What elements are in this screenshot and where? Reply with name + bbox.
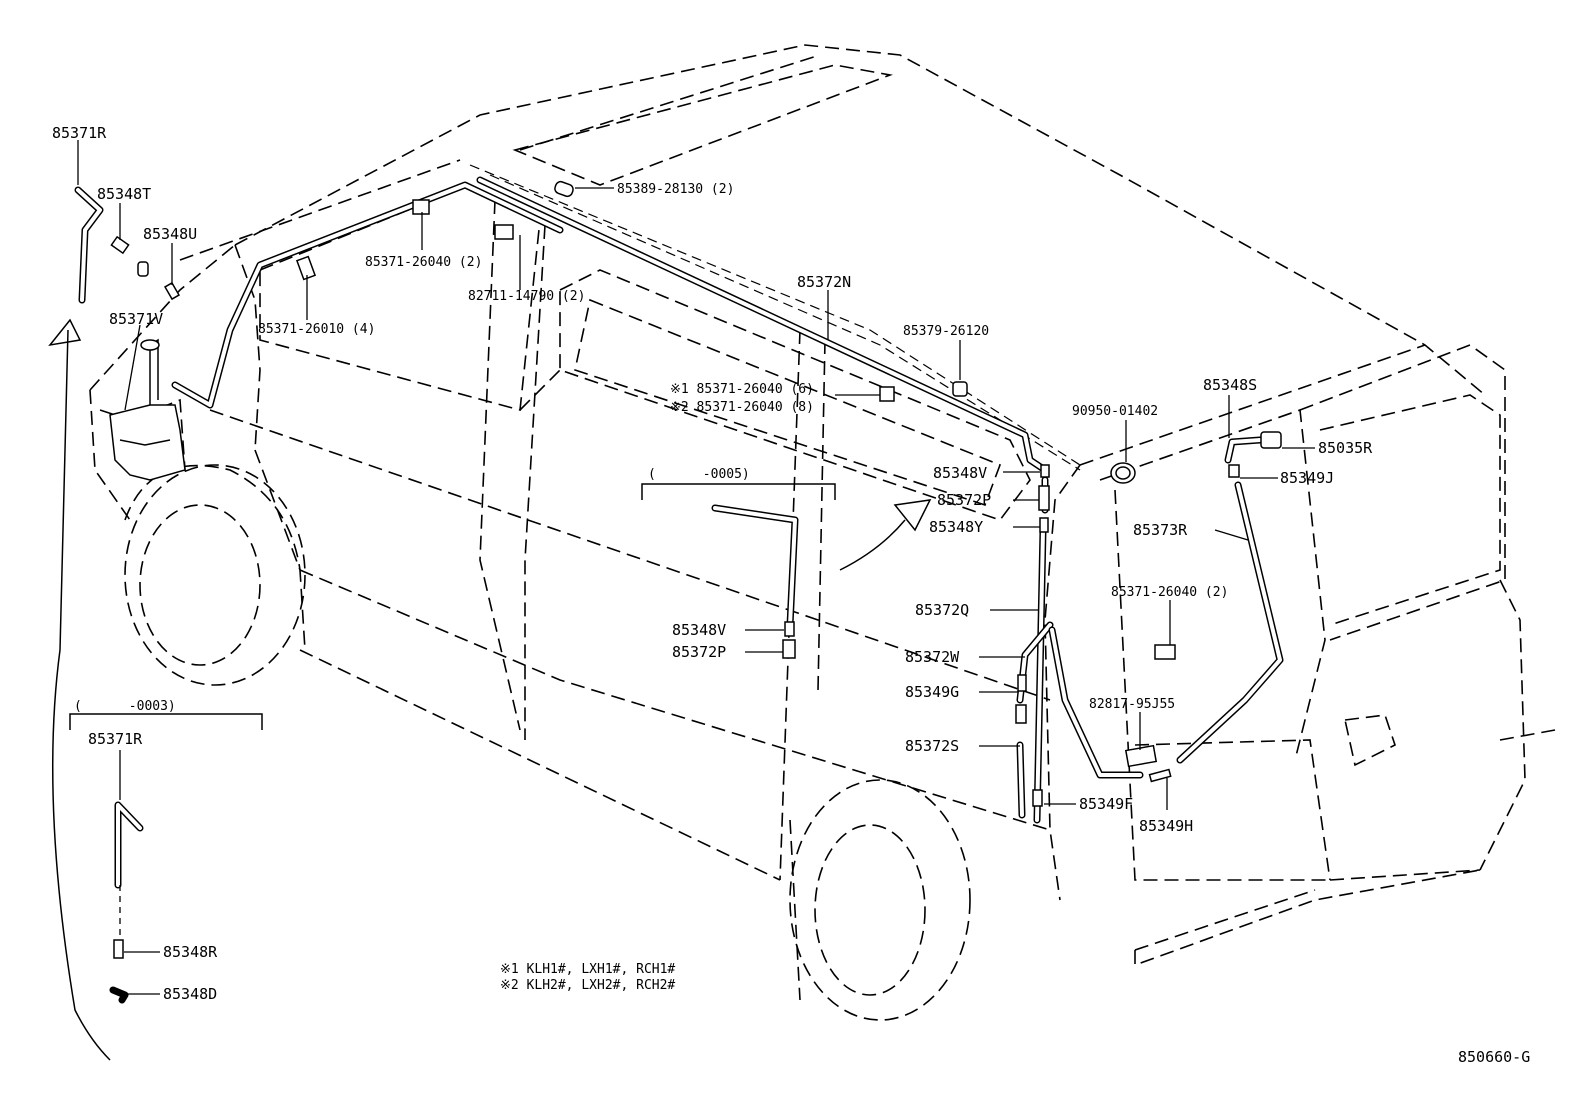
leader-lines <box>77 140 1315 995</box>
label-90950-01402: 90950-01402 <box>1072 404 1158 419</box>
inset-front-range: ( -0003) <box>74 699 176 714</box>
label-85372S: 85372S <box>905 737 959 755</box>
inset-front-part: 85371R <box>88 730 143 748</box>
label-85348V-inset: 85348V <box>672 621 726 639</box>
label-85372P-rear: 85372P <box>937 491 991 509</box>
label-85373R: 85373R <box>1133 521 1188 539</box>
part-labels: 85371R 85348T 85348U 85371V 85371-26010 … <box>52 124 1373 1003</box>
label-85349H: 85349H <box>1139 817 1193 835</box>
label-85389-28130: 85389-28130 (2) <box>617 182 734 197</box>
washer-tank <box>109 338 186 481</box>
inset-mid-range: ( -0005) <box>648 467 750 482</box>
label-85371-26010: 85371-26010 (4) <box>258 322 375 337</box>
inset-brackets <box>48 318 932 1061</box>
footnotes: ※1 KLH1#, LXH1#, RCH1# ※2 KLH2#, LXH2#, … <box>500 962 675 993</box>
label-85348V-rear: 85348V <box>933 464 987 482</box>
label-85348D: 85348D <box>163 985 217 1003</box>
washer-hoses <box>74 176 1284 889</box>
label-85371V: 85371V <box>109 310 163 328</box>
van-body-outline <box>89 44 1556 1021</box>
label-85372Q: 85372Q <box>915 601 969 619</box>
label-85379-26120: 85379-26120 <box>903 324 989 339</box>
inset-headings: ( -0005) ( -0003) 85371R <box>74 467 750 748</box>
label-85035R: 85035R <box>1318 439 1373 457</box>
label-85349G: 85349G <box>905 683 959 701</box>
label-85349F: 85349F <box>1079 795 1133 813</box>
label-85349J: 85349J <box>1280 469 1334 487</box>
label-85372N: 85372N <box>797 273 851 291</box>
label-85371-26040-roof: 85371-26040 (2) <box>365 255 482 270</box>
label-85348S: 85348S <box>1203 376 1257 394</box>
label-85371-26040-hatch: 85371-26040 (2) <box>1111 585 1228 600</box>
label-85348R: 85348R <box>163 943 218 961</box>
label-85348U: 85348U <box>143 225 197 243</box>
footnote-1: ※1 KLH1#, LXH1#, RCH1# <box>500 962 675 977</box>
label-note2-85371-26040: ※2 85371-26040 (8) <box>670 400 814 415</box>
label-85348T: 85348T <box>97 185 151 203</box>
footnote-2: ※2 KLH2#, LXH2#, RCH2# <box>500 978 675 993</box>
label-85348Y: 85348Y <box>929 518 983 536</box>
clips-and-connectors <box>109 180 1282 1004</box>
label-85372W: 85372W <box>905 648 960 666</box>
label-note1-85371-26040: ※1 85371-26040 (6) <box>670 382 814 397</box>
label-82711-14790: 82711-14790 (2) <box>468 289 585 304</box>
label-82817-95J55: 82817-95J55 <box>1089 697 1175 712</box>
label-85371R-top: 85371R <box>52 124 107 142</box>
label-85372P-inset: 85372P <box>672 643 726 661</box>
diagram-code: 850660-G <box>1458 1048 1530 1066</box>
